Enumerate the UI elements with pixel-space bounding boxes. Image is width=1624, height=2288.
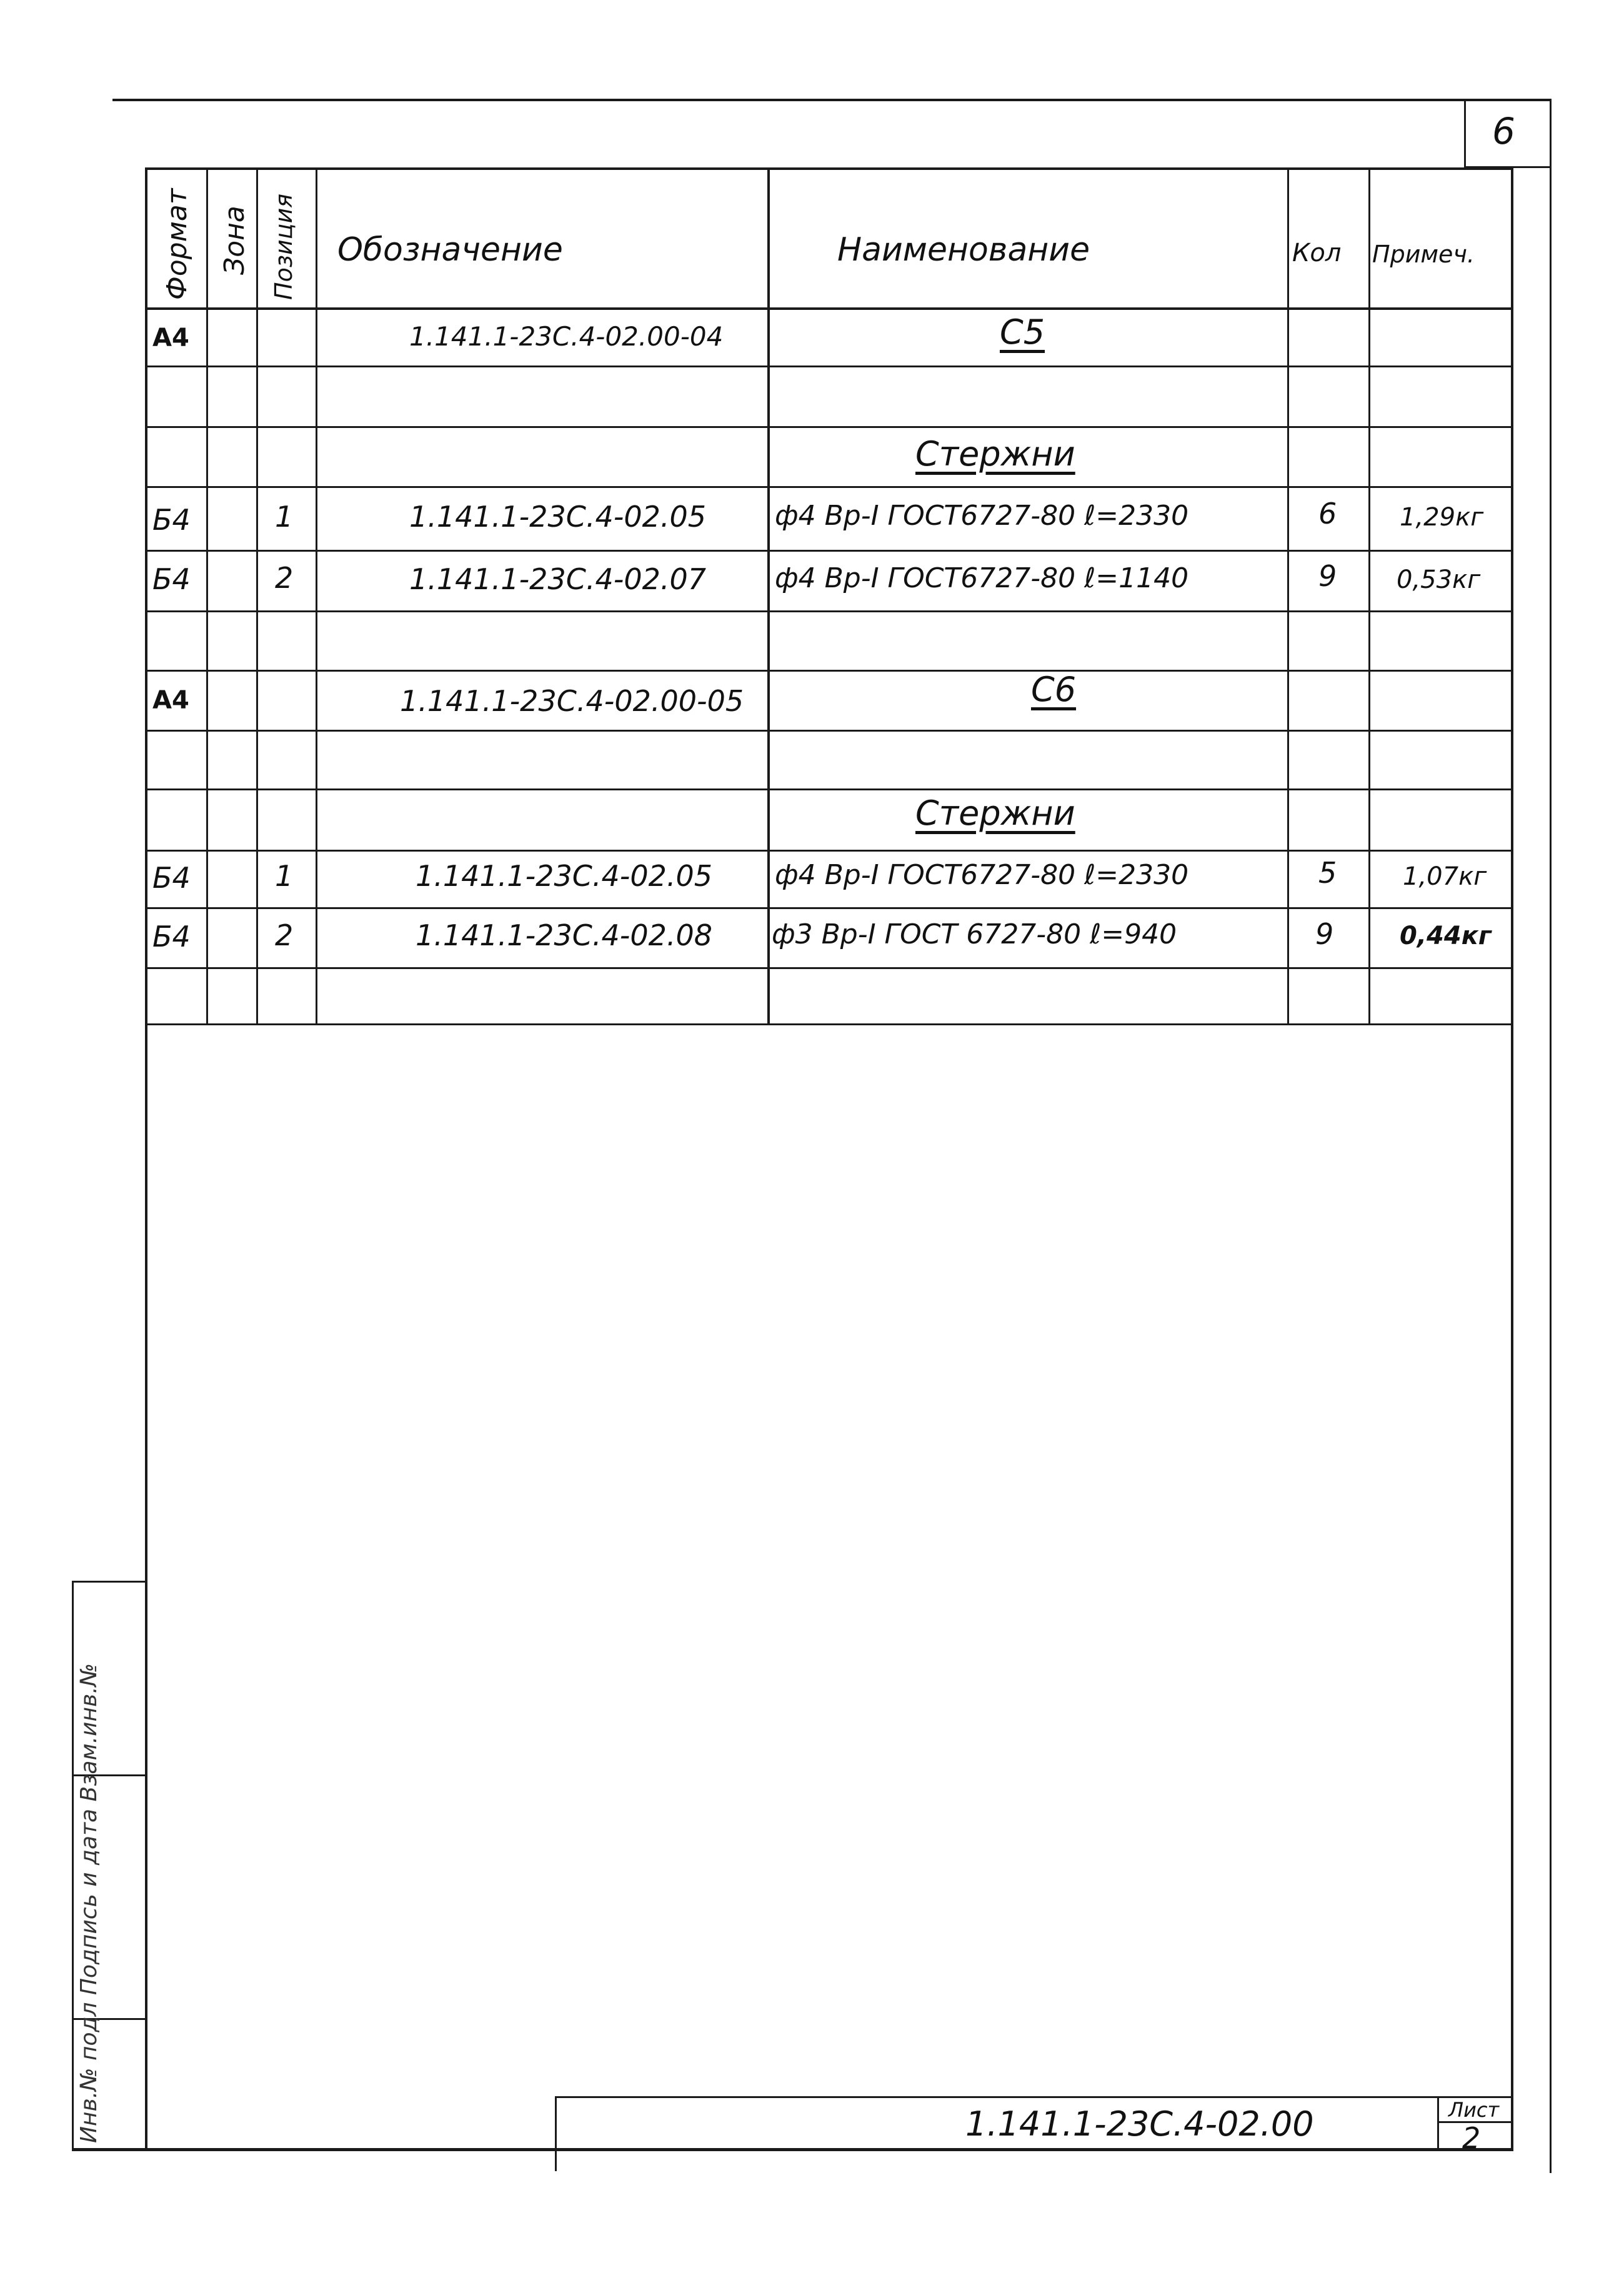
row-6-format: А4 (152, 686, 189, 715)
row-line-2 (145, 426, 1513, 428)
stamp-strip-line (72, 1581, 74, 2149)
row-10-name: ф3 Вр-I ГОСТ 6727-80 ℓ=940 (772, 918, 1177, 950)
header-note: Примеч. (1372, 241, 1475, 268)
top-border-line (112, 99, 1550, 101)
header-format: Формат (161, 188, 193, 300)
row-line-7 (145, 730, 1513, 732)
footer-sheet-label-line (1437, 2121, 1512, 2123)
row-4-format: Б4 (152, 562, 191, 596)
row-3-pos: 1 (275, 500, 294, 534)
row-10-pos: 2 (275, 918, 294, 952)
header-qty: Кол (1292, 239, 1342, 267)
row-9-note: 1,07кг (1403, 862, 1487, 891)
col-line-qty (1287, 167, 1289, 1025)
row-line-3 (145, 486, 1513, 488)
row-3-name: ф4 Вр-I ГОСТ6727-80 ℓ=2330 (775, 500, 1189, 532)
row-0-format: А4 (152, 324, 189, 352)
row-6-designation: 1.141.1-23С.4-02.00-05 (400, 684, 744, 718)
row-line-4 (145, 550, 1513, 552)
left-frame-line (145, 167, 147, 2148)
footer-sheet-number: 2 (1462, 2121, 1481, 2155)
row-line-5 (145, 610, 1513, 612)
header-top-line (145, 167, 1513, 170)
header-designation: Обозначение (337, 231, 563, 269)
row-4-pos: 2 (275, 561, 294, 595)
footer-block-top (556, 2096, 1512, 2098)
row-0-designation: 1.141.1-23С.4-02.00-04 (409, 321, 724, 352)
row-10-note: 0,44кг (1400, 922, 1492, 950)
col-line-pos (256, 167, 258, 1025)
row-line-10 (145, 907, 1513, 909)
row-line-1 (145, 366, 1513, 367)
row-2-name: Стержни (915, 434, 1075, 474)
sheet-corner-number: 6 (1492, 110, 1515, 152)
row-line-9 (145, 850, 1513, 852)
row-4-qty: 9 (1318, 559, 1337, 593)
stamp-divider-1 (72, 1581, 147, 1583)
row-10-qty: 9 (1315, 917, 1334, 951)
row-10-format: Б4 (152, 920, 191, 953)
row-9-pos: 1 (275, 859, 294, 893)
stamp-divider-2 (72, 1774, 147, 1776)
right-frame-line (1511, 167, 1513, 2148)
row-line-8 (145, 788, 1513, 790)
header-position: Позиция (270, 193, 297, 300)
header-bottom-line (145, 307, 1513, 310)
footer-code: 1.141.1-23С.4-02.00 (965, 2104, 1314, 2144)
row-9-designation: 1.141.1-23С.4-02.05 (416, 859, 713, 893)
stamp-divider-3 (72, 2018, 147, 2020)
row-4-name: ф4 Вр-I ГОСТ6727-80 ℓ=1140 (775, 562, 1189, 594)
row-line-6 (145, 670, 1513, 672)
side-stamp-text: Инв.№ подл Подпись и дата Взам.инв.№ (76, 1663, 102, 2143)
row-3-designation: 1.141.1-23С.4-02.05 (409, 500, 707, 534)
row-9-name: ф4 Вр-I ГОСТ6727-80 ℓ=2330 (775, 859, 1189, 891)
row-9-format: Б4 (152, 861, 191, 895)
row-line-11 (145, 967, 1513, 969)
header-name: Наименование (837, 231, 1090, 269)
row-8-name: Стержни (915, 793, 1075, 833)
col-line-zone (206, 167, 208, 1025)
row-10-designation: 1.141.1-23С.4-02.08 (416, 918, 713, 952)
row-0-name: С5 (1000, 312, 1045, 352)
row-3-format: Б4 (152, 503, 191, 537)
footer-sheet-label: Лист (1448, 2098, 1500, 2122)
row-4-note: 0,53кг (1397, 565, 1481, 594)
row-6-name: С6 (1031, 670, 1077, 709)
footer-block-left (555, 2096, 557, 2171)
bottom-frame-line (72, 2148, 1513, 2151)
corner-box-bottom (1464, 166, 1552, 168)
right-outer-line (1550, 99, 1552, 2173)
col-line-name (767, 167, 770, 1025)
row-4-designation: 1.141.1-23С.4-02.07 (409, 562, 707, 596)
header-zone: Зона (219, 206, 251, 275)
corner-box-left (1464, 99, 1466, 167)
row-line-12 (145, 1023, 1513, 1025)
row-3-note: 1,29кг (1400, 503, 1484, 532)
col-line-designation (316, 167, 317, 1025)
row-3-qty: 6 (1318, 497, 1337, 530)
row-9-qty: 5 (1318, 856, 1337, 890)
col-line-note (1368, 167, 1370, 1025)
